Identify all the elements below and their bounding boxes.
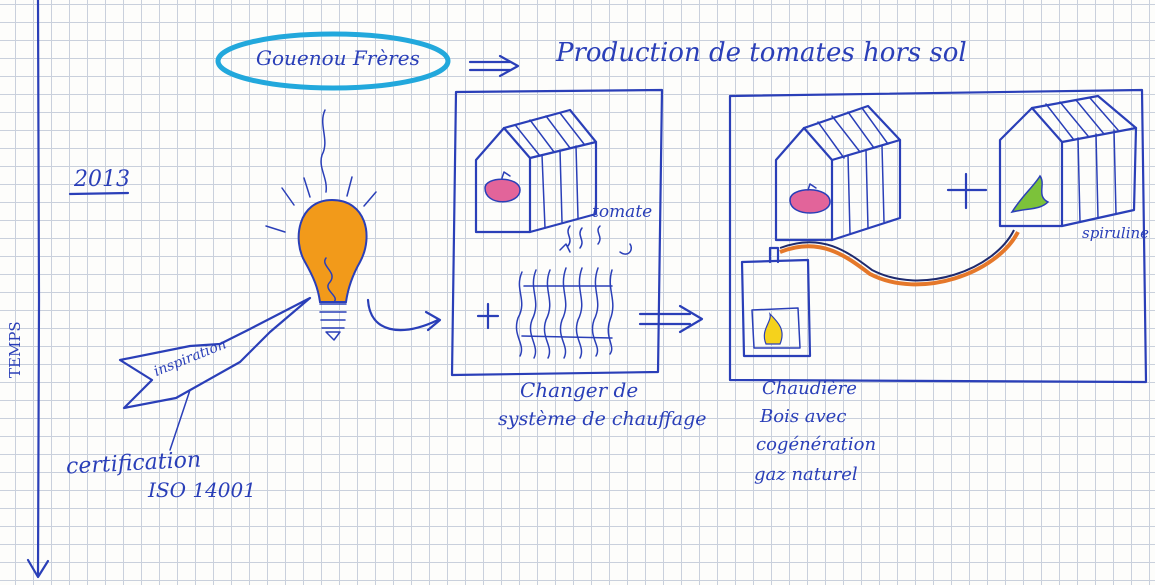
year-underline bbox=[68, 191, 130, 196]
inspiration-bolt-shape bbox=[118, 296, 312, 410]
greenhouse-tomato-icon bbox=[774, 104, 902, 242]
step1-frame bbox=[450, 88, 664, 377]
leaf-squiggles bbox=[559, 225, 632, 255]
iso-label: ISO 14001 bbox=[148, 478, 256, 502]
plus-sign-1 bbox=[476, 302, 500, 330]
bolt-pointer-line bbox=[169, 389, 191, 451]
timeline-arrow bbox=[26, 0, 50, 579]
tomato-label: tomate bbox=[592, 202, 653, 222]
timeline-axis-label: TEMPS bbox=[6, 321, 24, 378]
step1-caption-line1: Changer de bbox=[520, 378, 639, 402]
year-label: 2013 bbox=[74, 167, 130, 192]
radiator-icon bbox=[515, 267, 614, 359]
spirulina-label: spiruline bbox=[1082, 224, 1150, 242]
heat-pipe bbox=[779, 229, 1020, 287]
step1-caption-line2: système de chauffage bbox=[498, 408, 707, 430]
activity-title: Production de tomates hors sol bbox=[556, 38, 967, 68]
step2-caption-line2: Bois avec bbox=[760, 406, 847, 427]
boiler-icon bbox=[740, 246, 812, 358]
plus-sign-2 bbox=[946, 172, 988, 210]
curved-arrow bbox=[366, 298, 442, 332]
step2-caption-line4: gaz naturel bbox=[754, 464, 858, 485]
step2-caption-line3: cogénération bbox=[756, 434, 877, 455]
greenhouse-icon bbox=[474, 108, 598, 234]
step2-caption-line1: Chaudière bbox=[762, 378, 857, 399]
title-arrow bbox=[468, 54, 520, 78]
company-highlight-oval bbox=[215, 31, 451, 91]
greenhouse-spirulina-icon bbox=[998, 94, 1138, 228]
company-name: Gouenou Frères bbox=[256, 46, 420, 70]
step-transition-arrow bbox=[638, 304, 704, 334]
step2-frame bbox=[728, 88, 1148, 384]
lightbulb-icon bbox=[265, 109, 377, 341]
